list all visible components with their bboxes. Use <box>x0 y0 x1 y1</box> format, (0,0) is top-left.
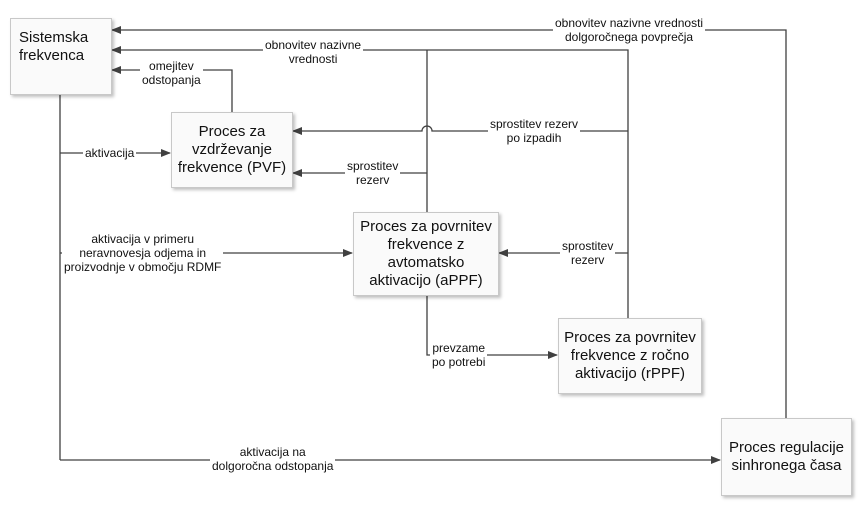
rppf-box: Proces za povrnitev frekvence z ročno ak… <box>558 318 702 394</box>
label-aktivacija-dolgorocna: aktivacija na dolgoročna odstopanja <box>210 445 336 473</box>
label-aktivacija-primeru: aktivacija v primeru neravnovesja odjema… <box>62 232 224 274</box>
label-omejitev: omejitev odstopanja <box>140 59 203 87</box>
label-obnovitev-dolgorocne: obnovitev nazivne vrednosti dolgoročnega… <box>553 16 706 44</box>
sistemska-frekvenca-box: Sistemska frekvenca <box>10 18 112 95</box>
label-sprostitev-pvf: sprostitev rezerv <box>345 159 401 187</box>
appf-box: Proces za povrnitev frekvence z avtomats… <box>353 212 499 296</box>
label-aktivacija: aktivacija <box>83 146 137 160</box>
label-sprostitev-appf: sprostitev rezerv <box>560 239 616 267</box>
label-obnovitev-nazivne: obnovitev nazivne vrednosti <box>263 38 364 66</box>
label-prevzame: prevzame po potrebi <box>430 341 488 369</box>
label-sprostitev-izpadih: sprostitev rezerv po izpadih <box>488 117 581 145</box>
pvf-box: Proces za vzdrževanje frekvence (PVF) <box>171 112 293 188</box>
arrow-prevzame <box>426 296 558 359</box>
cas-box: Proces regulacije sinhronega časa <box>721 418 852 496</box>
arrow-obnovitev-dolgorocne <box>111 26 787 418</box>
